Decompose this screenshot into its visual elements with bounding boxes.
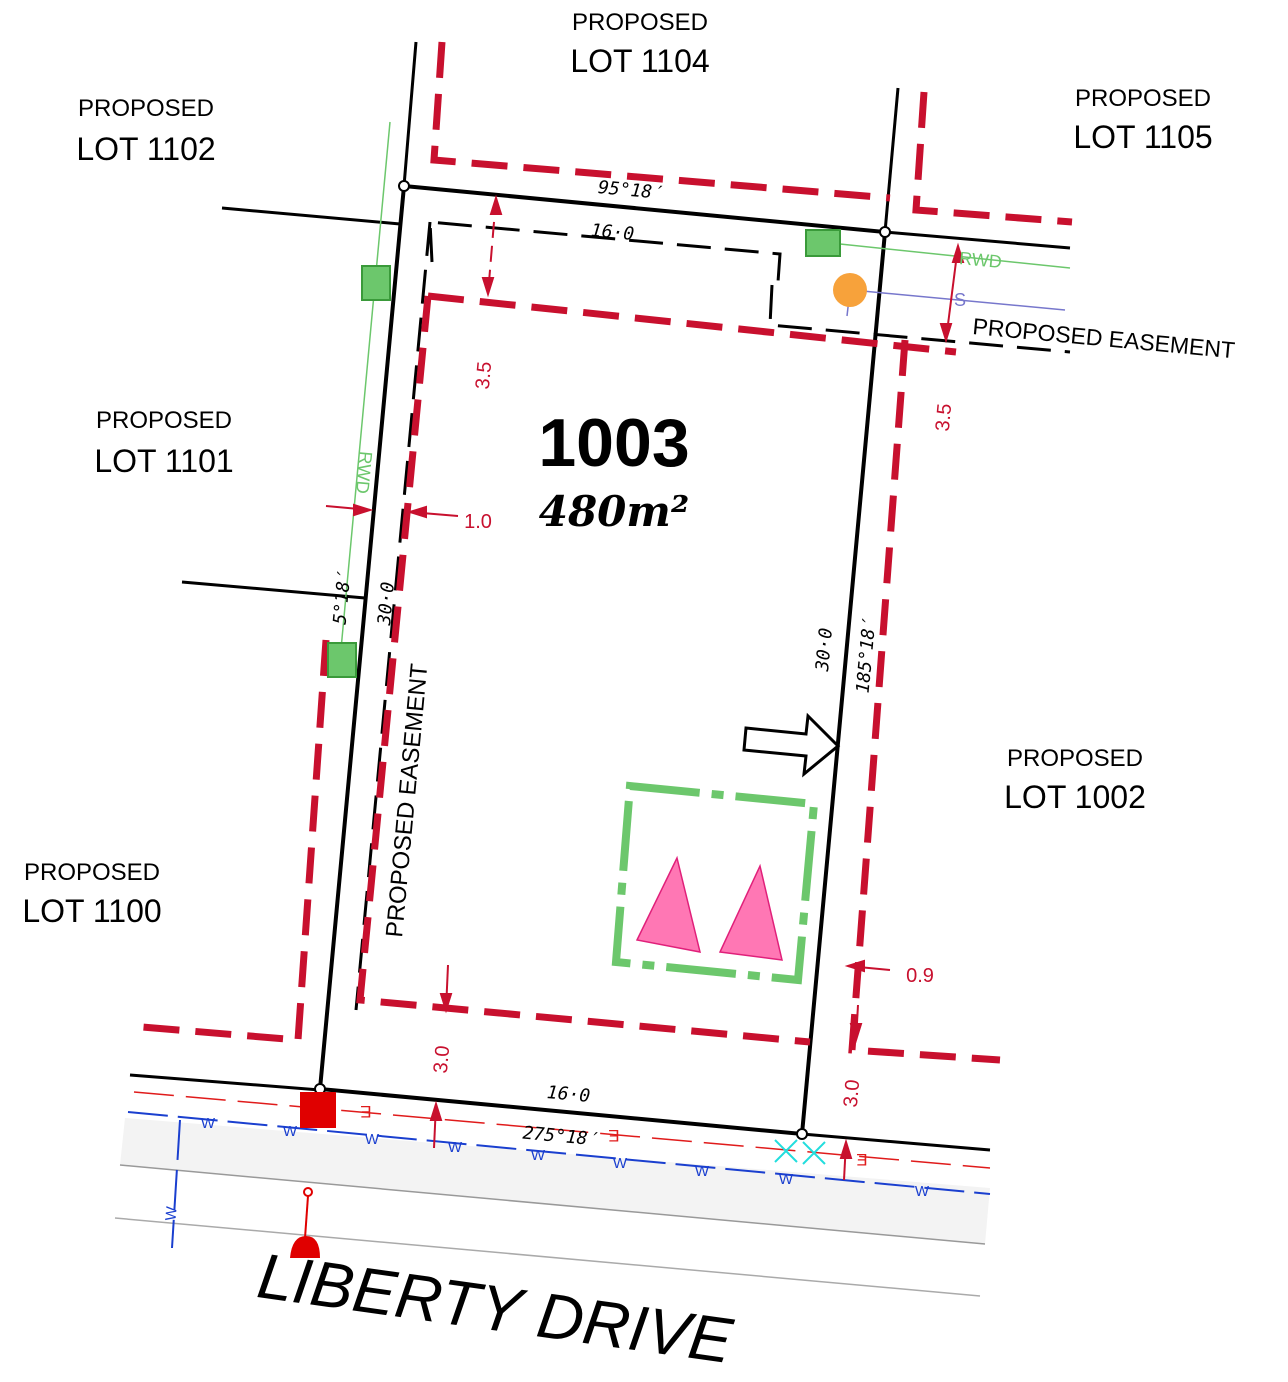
boundary-pegs [314,180,891,1140]
lot-1101-line2: LOT 1101 [94,443,233,479]
right-length: 30·0 [812,627,837,673]
easement-label-top: PROPOSED EASEMENT [972,313,1237,363]
lot-1002-line2: LOT 1002 [1004,779,1146,815]
lot-1105-line1: PROPOSED [1075,85,1211,112]
electric-line [133,1091,991,1169]
lot-1102-line2: LOT 1102 [76,131,215,167]
setback-side-right: 0.9 [906,965,934,987]
electric-label-2: E [608,1126,619,1145]
rwd-pit-left-upper [361,265,391,301]
rwd-pit-top [805,229,841,257]
electric-label-3: E [856,1150,867,1169]
lot-1105-line2: LOT 1105 [1073,119,1212,155]
electric-label-1: E [360,1102,371,1121]
water-label-7: W [695,1163,710,1180]
setback-values: 3.5 3.5 1.0 0.9 3.0 3.0 [430,361,956,1109]
garage-envelope [611,781,819,985]
water-label-3: W [365,1131,380,1148]
left-length: 30·0 [374,581,399,627]
electric-pit [300,1092,336,1128]
water-label-8: W [779,1171,794,1188]
rwd-pit-left-lower [327,642,357,678]
bottom-length: 16·0 [546,1082,591,1107]
lot-1100-line1: PROPOSED [24,859,160,886]
setback-rear-left: 3.0 [430,1045,454,1075]
setback-lines [129,41,1073,1064]
service-labels: RWD RWD S W W W W W W W W W W E E E [162,248,1002,1221]
water-label-9: W [915,1183,930,1200]
rwd-left-line [339,121,391,661]
setback-front-left: 3.5 [472,361,496,391]
entry-arrow-icon [742,712,841,778]
water-label-6: W [613,1155,628,1172]
water-label-4: W [448,1139,463,1156]
vehicle-marker-left-icon [635,855,702,953]
lot-1102-line1: PROPOSED [78,95,214,122]
lot-1100-line2: LOT 1100 [22,893,161,929]
top-length: 16·0 [590,220,635,245]
setback-rear-right: 3.0 [840,1079,864,1109]
lot-1101-line1: PROPOSED [96,407,232,434]
lot-area: 480m² [539,487,690,536]
setback-side-left: 1.0 [464,511,492,533]
water-label-5: W [531,1147,546,1164]
footpath-verge [114,1118,990,1297]
rwd-top-label: RWD [958,248,1002,272]
street-name: LIBERTY DRIVE [253,1239,737,1377]
water-main [127,1111,991,1249]
lot-1104-line2: LOT 1104 [570,43,709,79]
rwd-left-label: RWD [352,450,376,494]
setback-front-right: 3.5 [932,403,956,433]
left-bearing: 5°18′ [330,570,356,626]
water-label-1: W [201,1115,216,1132]
vehicle-marker-right-icon [718,863,783,961]
neighbour-lot-labels: PROPOSED LOT 1104 PROPOSED LOT 1102 PROP… [22,9,1212,929]
water-meter-icon [774,1139,826,1165]
sewer-connection-icon [833,273,867,307]
sewer-label: S [954,290,966,310]
water-label-vertical: W [162,1205,180,1222]
neighbour-boundaries [129,41,1071,1152]
setback-dimension-arrows [325,194,965,1181]
street-light-icon [290,1187,320,1258]
lot-1002-line1: PROPOSED [1007,745,1143,772]
lot-1104-line1: PROPOSED [572,9,708,36]
water-label-2: W [283,1123,298,1140]
easement-lines [354,220,1071,1011]
easement-label-left: PROPOSED EASEMENT [381,662,433,938]
lot-number: 1003 [538,405,689,481]
